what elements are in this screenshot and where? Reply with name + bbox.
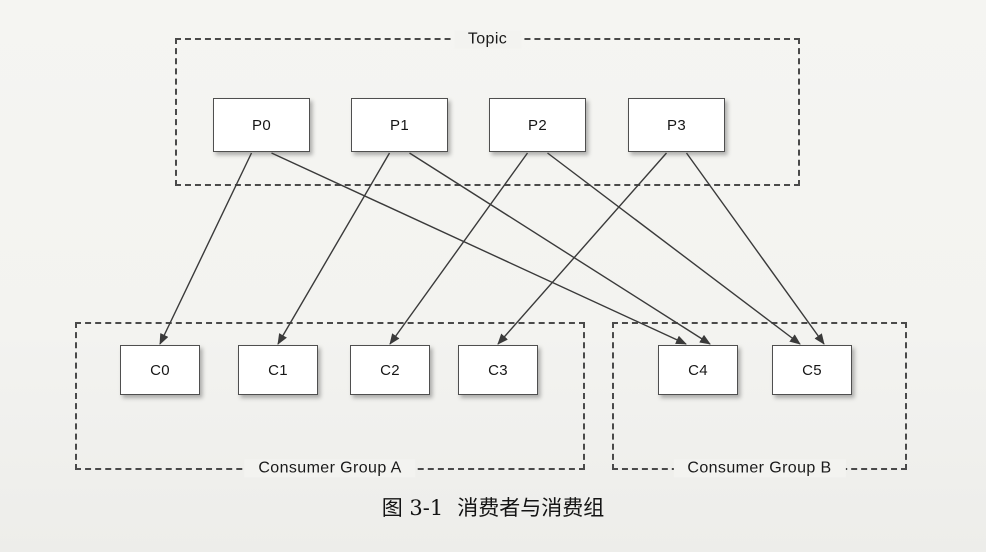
- partition-box-p1: P1: [351, 98, 448, 152]
- partition-box-p3: P3: [628, 98, 725, 152]
- consumer-box-c1: C1: [238, 345, 318, 395]
- consumer-box-c2: C2: [350, 345, 430, 395]
- consumer-label: C3: [488, 361, 508, 379]
- consumer-label: C4: [688, 361, 708, 379]
- consumer-box-c5: C5: [772, 345, 852, 395]
- partition-box-p0: P0: [213, 98, 310, 152]
- consumer-label: C5: [802, 361, 822, 379]
- partition-box-p2: P2: [489, 98, 586, 152]
- topic-label: Topic: [453, 30, 522, 49]
- figure-caption: 图 3-1 消费者与消费组: [0, 492, 986, 522]
- consumer-label: C2: [380, 361, 400, 379]
- figure-title: 消费者与消费组: [457, 496, 605, 520]
- consumer-label: C1: [268, 361, 288, 379]
- consumer-group-b-label: Consumer Group B: [673, 459, 846, 478]
- figure-number: 图 3-1: [381, 496, 444, 520]
- consumer-label: C0: [150, 361, 170, 379]
- consumer-box-c3: C3: [458, 345, 538, 395]
- consumer-box-c4: C4: [658, 345, 738, 395]
- partition-label: P0: [252, 116, 271, 134]
- consumer-group-b-container: Consumer Group B: [612, 322, 907, 478]
- partition-label: P3: [667, 116, 686, 134]
- consumer-box-c0: C0: [120, 345, 200, 395]
- partition-label: P1: [390, 116, 409, 134]
- consumer-group-a-label: Consumer Group A: [244, 459, 416, 478]
- partition-label: P2: [528, 116, 547, 134]
